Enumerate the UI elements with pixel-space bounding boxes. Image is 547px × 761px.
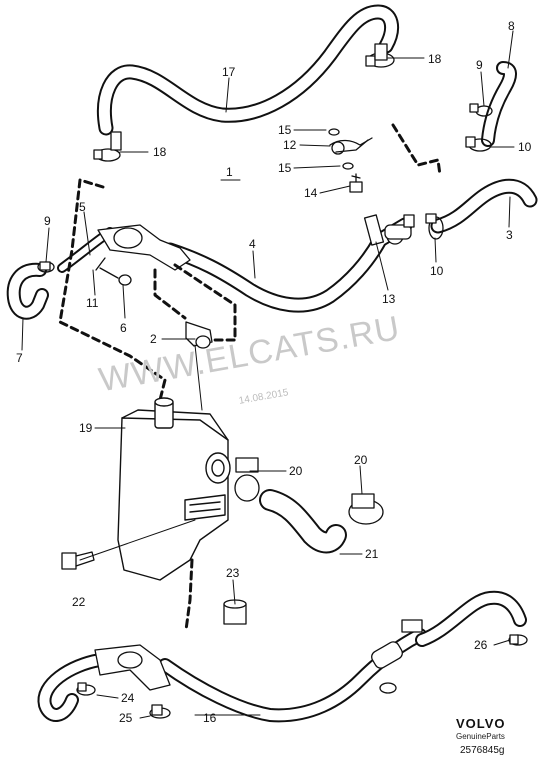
bracket-16-left: [94, 644, 171, 691]
callout-9: 9: [44, 214, 51, 228]
bracket-5: [95, 224, 191, 286]
callout-13: 13: [382, 292, 396, 306]
clamp-10-lower: [425, 213, 444, 240]
callout-17: 17: [222, 65, 236, 79]
clamp-25: [149, 704, 171, 719]
callout-20: 20: [354, 453, 368, 467]
callout-12: 12: [283, 138, 297, 152]
bolt-22: [61, 551, 95, 570]
routing-dashes: [58, 123, 442, 632]
clamp-20-left: [234, 457, 260, 502]
callout-19: 19: [79, 421, 93, 435]
diagram-code: 2576845g: [460, 745, 505, 756]
callout-10: 10: [430, 264, 444, 278]
callout-22: 22: [72, 595, 86, 609]
callout-20: 20: [289, 464, 303, 478]
tee-2: [185, 321, 213, 349]
clamp-9-left: [37, 261, 55, 273]
callout-10: 10: [518, 140, 532, 154]
callout-15: 15: [278, 161, 292, 175]
brand-subtitle: GenuineParts: [456, 732, 505, 741]
callout-14: 14: [304, 186, 318, 200]
callout-1: 1: [226, 165, 233, 179]
callout-8: 8: [508, 19, 515, 33]
leader-lines: [21, 30, 515, 719]
callout-15: 15: [278, 123, 292, 137]
callout-6: 6: [120, 321, 127, 335]
callout-3: 3: [506, 228, 513, 242]
clamp-20-right: [348, 493, 384, 525]
callout-23: 23: [226, 566, 240, 580]
connector-13: [363, 214, 415, 246]
callout-4: 4: [249, 237, 256, 251]
callout-25: 25: [119, 711, 133, 725]
callout-26: 26: [474, 638, 488, 652]
bracket-12: [328, 128, 373, 170]
callout-21: 21: [365, 547, 379, 561]
clamp-26: [508, 634, 528, 646]
callout-2: 2: [150, 332, 157, 346]
hose-17-inner: [98, 6, 398, 134]
clamp-10-upper: [465, 136, 492, 152]
clamp-18-left: [93, 131, 122, 162]
callout-18: 18: [428, 52, 442, 66]
callout-18: 18: [153, 145, 167, 159]
connector-16-right: [371, 619, 423, 694]
callout-16: 16: [203, 711, 217, 725]
callout-24: 24: [121, 691, 135, 705]
brand-name: VOLVO: [456, 716, 506, 731]
clamp-24: [76, 682, 96, 696]
callout-9: 9: [476, 58, 483, 72]
bolt-14: [349, 173, 363, 193]
callout-11: 11: [86, 296, 99, 310]
callout-7: 7: [16, 351, 23, 365]
clamp-18-right: [365, 43, 395, 68]
canister-19: [117, 397, 231, 581]
callout-5: 5: [79, 200, 86, 214]
